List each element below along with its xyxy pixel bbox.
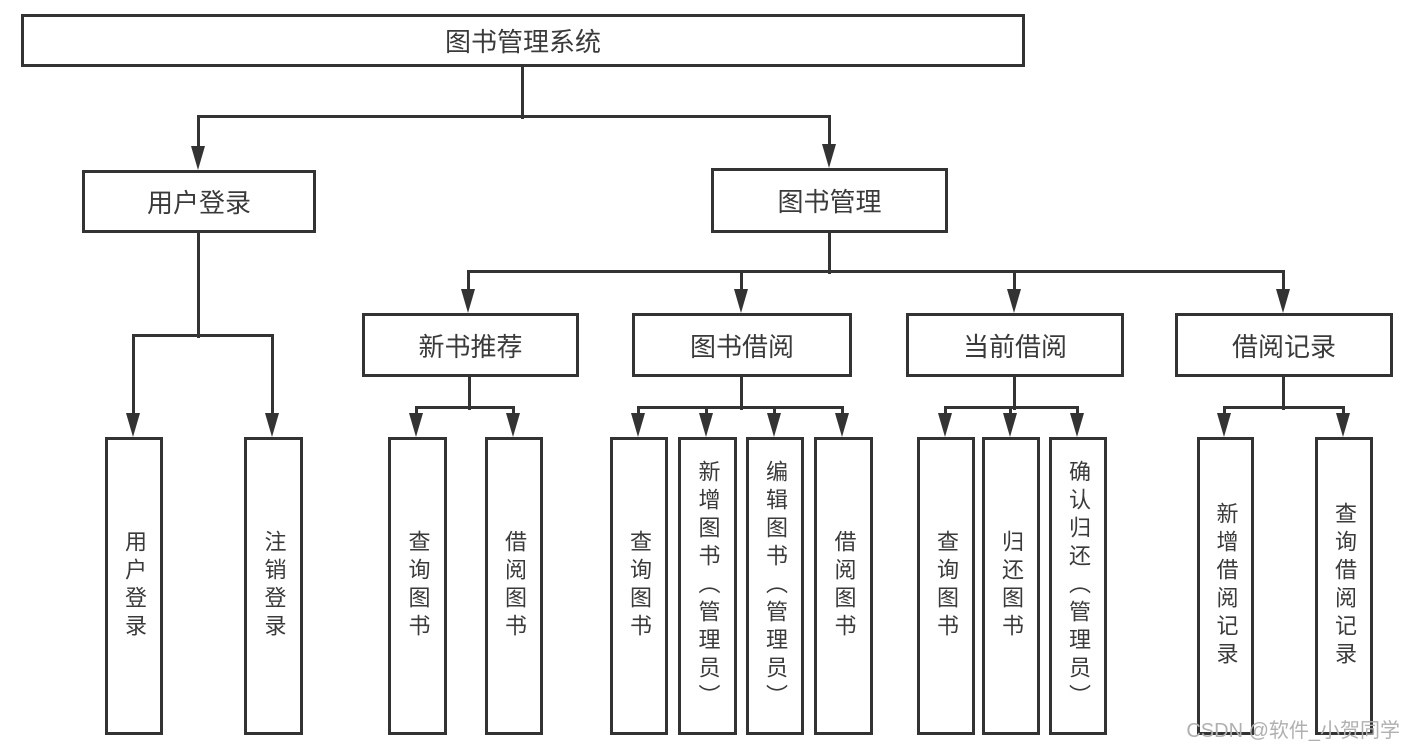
connector-line (197, 233, 200, 338)
leaf-query-books-current: 查询图书 (917, 437, 975, 735)
leaf-user-login: 用户登录 (105, 437, 163, 735)
node-user-login: 用户登录 (82, 170, 316, 233)
connector-line (467, 270, 1285, 273)
arrow-down-icon (191, 146, 205, 170)
arrow-down-icon (1276, 289, 1290, 313)
arrow-down-icon (631, 413, 645, 437)
leaf-return-books: 归还图书 (982, 437, 1040, 735)
connector-line (1013, 272, 1016, 295)
connector-line (468, 377, 471, 410)
leaf-borrow-books-recommend: 借阅图书 (485, 437, 543, 735)
arrow-down-icon (1336, 413, 1350, 437)
connector-line (828, 117, 831, 150)
node-borrow-records: 借阅记录 (1175, 313, 1393, 377)
connector-line (415, 406, 515, 409)
arrow-down-icon (265, 413, 279, 437)
connector-line (1282, 377, 1285, 410)
connector-line (1013, 377, 1016, 410)
connector-line (271, 336, 274, 419)
connector-line (132, 334, 274, 337)
node-library-management-system: 图书管理系统 (21, 14, 1025, 67)
leaf-edit-books-admin: 编辑图书（管理员） (746, 437, 804, 735)
arrow-down-icon (699, 413, 713, 437)
connector-line (1282, 272, 1285, 295)
arrow-down-icon (409, 413, 423, 437)
arrow-down-icon (1217, 413, 1231, 437)
arrow-down-icon (767, 413, 781, 437)
arrow-down-icon (734, 289, 748, 313)
node-current-borrow: 当前借阅 (906, 313, 1124, 377)
leaf-add-books-admin: 新增图书（管理员） (678, 437, 737, 735)
connector-line (132, 336, 135, 419)
connector-line (197, 115, 831, 118)
connector-line (467, 272, 470, 295)
connector-line (740, 377, 743, 410)
arrow-down-icon (822, 144, 836, 168)
leaf-logout: 注销登录 (244, 437, 303, 735)
connector-line (828, 233, 831, 274)
leaf-query-borrow-record: 查询借阅记录 (1315, 437, 1373, 735)
csdn-watermark: CSDN @软件_小贺同学 (1186, 720, 1400, 742)
arrow-down-icon (461, 289, 475, 313)
arrow-down-icon (835, 413, 849, 437)
arrow-down-icon (938, 413, 952, 437)
arrow-down-icon (126, 413, 140, 437)
node-new-book-recommend: 新书推荐 (362, 313, 579, 377)
connector-line (521, 67, 524, 119)
node-book-borrow: 图书借阅 (632, 313, 852, 377)
leaf-add-borrow-record: 新增借阅记录 (1197, 437, 1254, 735)
leaf-confirm-return-admin: 确认归还（管理员） (1049, 437, 1107, 735)
leaf-query-books-recommend: 查询图书 (388, 437, 447, 735)
connector-line (740, 272, 743, 295)
arrow-down-icon (506, 413, 520, 437)
connector-line (1223, 406, 1345, 409)
arrow-down-icon (1003, 413, 1017, 437)
connector-line (637, 406, 844, 409)
arrow-down-icon (1070, 413, 1084, 437)
leaf-query-books-borrow: 查询图书 (610, 437, 668, 735)
leaf-borrow-books: 借阅图书 (814, 437, 873, 735)
connector-line (944, 406, 1079, 409)
connector-line (197, 117, 200, 152)
node-book-management: 图书管理 (711, 168, 948, 233)
arrow-down-icon (1007, 289, 1021, 313)
